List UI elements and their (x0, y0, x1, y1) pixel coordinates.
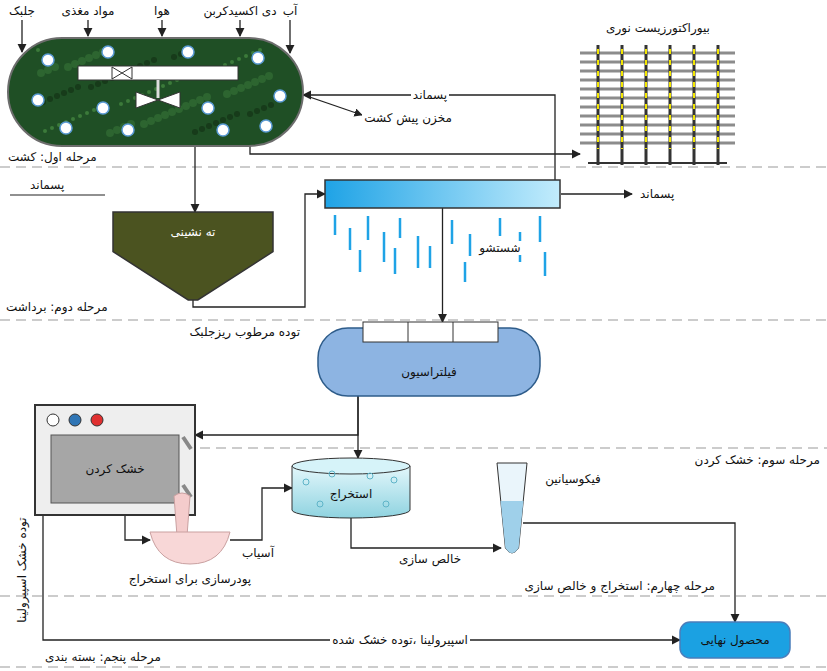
node-text: خشک کردن (85, 462, 144, 476)
waste-arrow (561, 193, 632, 194)
flow-arrow (43, 515, 680, 640)
flow-arrow (442, 208, 443, 322)
input-label: مواد مغذی (61, 4, 114, 18)
flow-arrow (125, 515, 150, 540)
dryer: خشک کردن (35, 405, 195, 515)
stage-separator (0, 167, 827, 667)
node-text: فیکوسیانین (545, 472, 601, 486)
product-label: توده مرطوب ریزجلبک (190, 325, 300, 339)
stage-label: مرحله سوم: خشک کردن (695, 453, 820, 467)
edge-label: آسیاب (240, 546, 276, 560)
flow-arrow (230, 488, 292, 540)
node-text: فیلتراسیون (401, 365, 457, 379)
settling-tank: ته نشینی (113, 212, 273, 300)
culture-pond-shape (8, 38, 303, 146)
flow-arrow (523, 523, 735, 622)
input-label: آب (283, 4, 298, 18)
photobioreactor-shape (580, 45, 735, 165)
culture-pond: مخزن پیش کشت (8, 38, 303, 146)
wash-drops (335, 215, 545, 282)
waste-label: پسماند (640, 187, 674, 201)
stage-label: مرحله اول: کشت (8, 150, 97, 164)
test-tube: فیکوسیانین (497, 463, 527, 558)
input-label: جلبک (9, 4, 35, 18)
flow-arrow (351, 518, 501, 548)
waste-label: پسماند (30, 178, 64, 192)
wash-bar-shape (325, 180, 560, 208)
wash-bar: شستشو (325, 180, 560, 208)
product-label: توده خشک اسپیرولینا (15, 517, 29, 622)
flow-arrow (195, 396, 358, 435)
flow-arrow (250, 146, 580, 154)
waste-line (10, 194, 105, 195)
node-text: استخراج (330, 487, 372, 501)
mortar: پودرسازی برای استخراج (150, 492, 230, 566)
final-product: محصول نهایی (680, 622, 790, 658)
extraction-tank: استخراج (292, 458, 410, 518)
node-text: مخزن پیش کشت (362, 111, 454, 125)
flow-arrow (194, 146, 195, 212)
filtration-unit: فیلتراسیون (318, 328, 540, 396)
input-label: هوا (154, 4, 170, 18)
edge-label: خالص سازی (397, 552, 463, 566)
dryer-shape (35, 405, 195, 515)
input-label: دی اکسیدکربن (203, 4, 276, 18)
node-text: محصول نهایی (700, 633, 769, 647)
node-text: ته نشینی (171, 225, 216, 239)
filtration-unit-shape (318, 328, 540, 396)
flow-arrow (303, 95, 555, 180)
node-text: شستشو (477, 241, 522, 255)
stage-label: مرحله چهارم: استخراج و خالص سازی (525, 579, 715, 593)
node-text: پودرسازی برای استخراج (129, 572, 251, 586)
node-text: بیوراکتورزیست نوری (606, 21, 710, 35)
edge-label: اسپیرولینا ،توده خشک شده (330, 633, 470, 647)
flow-arrow (357, 396, 358, 458)
mortar-shape (150, 492, 230, 566)
stage-label: مرحله پنجم: بسته بندی (45, 650, 161, 664)
photobioreactor: بیوراکتورزیست نوری (580, 45, 735, 165)
test-tube-shape (497, 463, 527, 558)
edge-label: پسماند (411, 88, 449, 102)
stage-label: مرحله دوم: برداشت (6, 300, 108, 314)
